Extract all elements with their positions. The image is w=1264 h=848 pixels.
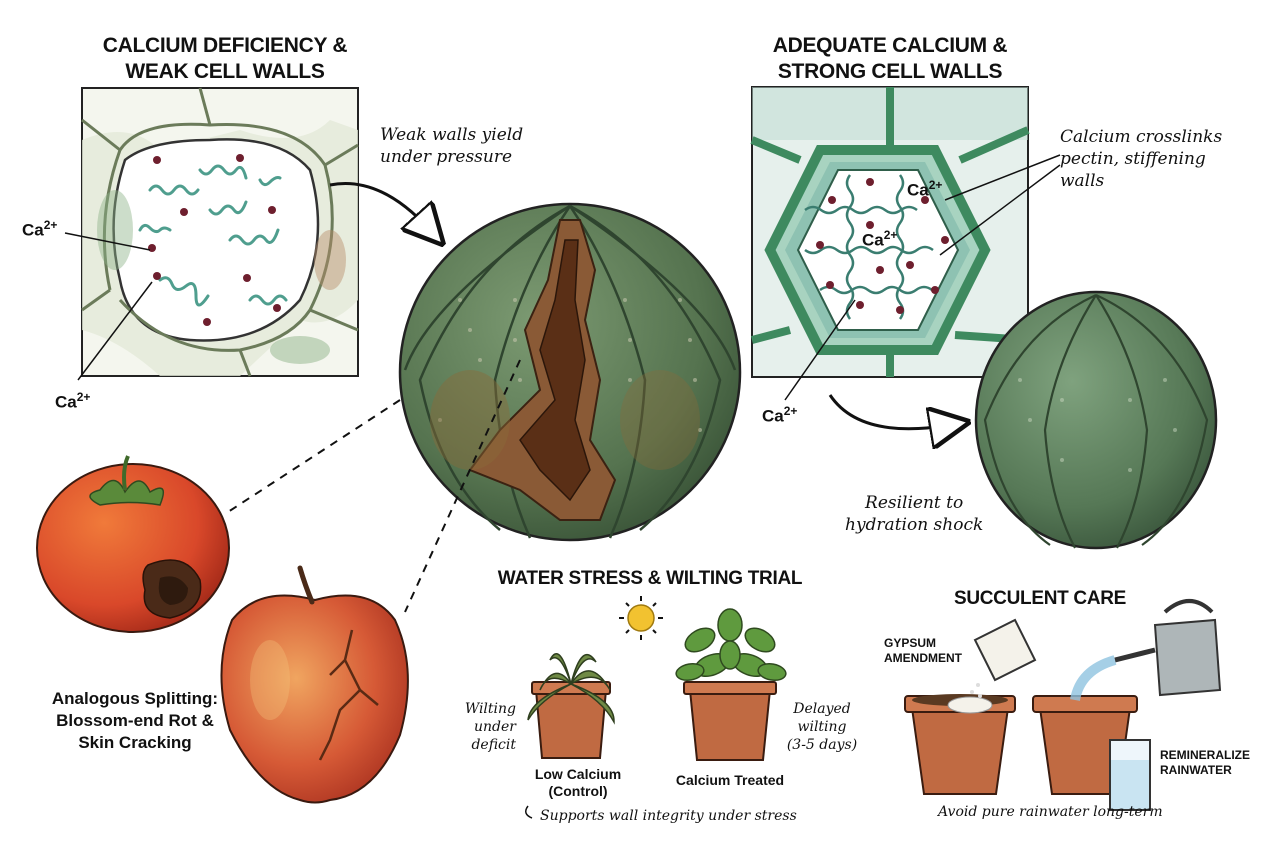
succulent-care-illustration (904, 599, 1222, 811)
adequate-title-line1: ADEQUATE CALCIUM & (772, 34, 1008, 57)
supports-note: Supports wall integrity under stress (540, 808, 797, 824)
gypsum-label: GYPSUM AMENDMENT (884, 636, 962, 666)
weak-cell-panel (64, 87, 359, 381)
succulent-care-title: SUCCULENT CARE (953, 588, 1127, 609)
calcium-treated-label: Calcium Treated (675, 772, 785, 788)
low-calcium-line2: (Control) (548, 783, 608, 799)
ion-charge: 2+ (883, 228, 898, 242)
wilting-note: Wilting under deficit (452, 700, 516, 754)
ion-charge: 2+ (76, 390, 91, 404)
ion-label-strong-1: Ca2+ (907, 178, 942, 201)
adequate-title: ADEQUATE CALCIUM & STRONG CELL WALLS (720, 33, 1060, 85)
weak-to-cactus-arrow (329, 182, 430, 230)
ion-charge: 2+ (43, 218, 58, 232)
remineralize-line1: REMINERALIZE (1160, 748, 1250, 762)
analogous-line1: Analogous Splitting: (51, 689, 219, 708)
deficiency-title: CALCIUM DEFICIENCY & WEAK CELL WALLS (60, 33, 390, 85)
apple-illustration (220, 565, 409, 804)
wilting-note-line1: Wilting (464, 701, 516, 717)
wilting-note-line2: under (474, 719, 516, 735)
resilient-note-line2: hydration shock (845, 515, 984, 535)
crosslinks-note-line2: pectin, stiffening (1060, 149, 1206, 169)
analogous-line3: Skin Cracking (78, 733, 192, 752)
weak-walls-note: Weak walls yield under pressure (380, 124, 523, 168)
ion-base: Ca (22, 220, 44, 240)
ion-label-strong-2: Ca2+ (862, 228, 897, 251)
deficiency-title-line2: WEAK CELL WALLS (125, 60, 325, 83)
weak-walls-note-line1: Weak walls yield (380, 125, 524, 145)
delayed-note-line1: Delayed (793, 701, 851, 717)
remineralize-line2: RAINWATER (1160, 763, 1232, 777)
analogous-line2: Blossom-end Rot & (56, 711, 214, 730)
tomato-illustration (36, 455, 230, 633)
analogous-splitting-label: Analogous Splitting: Blossom-end Rot & S… (30, 688, 240, 754)
ion-label-strong-3: Ca2+ (762, 404, 797, 427)
water-stress-title: WATER STRESS & WILTING TRIAL (497, 568, 803, 589)
resilient-note: Resilient to hydration shock (845, 492, 983, 536)
crosslinks-note: Calcium crosslinks pectin, stiffening wa… (1060, 126, 1222, 192)
wilting-note-line3: deficit (471, 737, 516, 753)
cactus-to-tomato-dash (227, 399, 401, 513)
avoid-rainwater-note: Avoid pure rainwater long-term (938, 804, 1163, 820)
strong-cell-panel (750, 86, 1061, 401)
ion-base: Ca (762, 406, 784, 426)
ion-charge: 2+ (783, 404, 798, 418)
crosslinks-note-line3: walls (1060, 171, 1105, 191)
gypsum-line2: AMENDMENT (884, 651, 962, 665)
water-stress-illustration (525, 596, 787, 819)
low-calcium-line1: Low Calcium (534, 766, 622, 782)
ion-label-weak-2: Ca2+ (55, 390, 90, 413)
adequate-title-line2: STRONG CELL WALLS (777, 60, 1003, 83)
ion-base: Ca (862, 230, 884, 250)
gypsum-line1: GYPSUM (884, 636, 937, 650)
ion-charge: 2+ (928, 178, 943, 192)
ion-base: Ca (55, 392, 77, 412)
remineralize-label: REMINERALIZE RAINWATER (1160, 748, 1250, 778)
delayed-note-line2: wilting (797, 719, 847, 735)
delayed-note: Delayed wilting (3-5 days) (774, 700, 870, 754)
strong-to-cactus-arrow (828, 394, 950, 429)
weak-walls-note-line2: under pressure (380, 147, 513, 167)
ion-label-weak-1: Ca2+ (22, 218, 57, 241)
resilient-note-line1: Resilient to (865, 493, 964, 513)
cracked-cactus (398, 202, 742, 542)
crosslinks-note-line1: Calcium crosslinks (1060, 127, 1223, 147)
low-calcium-label: Low Calcium (Control) (520, 766, 636, 800)
cactus-to-apple-dash (404, 359, 521, 613)
healthy-cactus (974, 290, 1218, 550)
deficiency-title-line1: CALCIUM DEFICIENCY & (102, 34, 348, 57)
delayed-note-line3: (3-5 days) (786, 737, 858, 753)
ion-base: Ca (907, 180, 929, 200)
